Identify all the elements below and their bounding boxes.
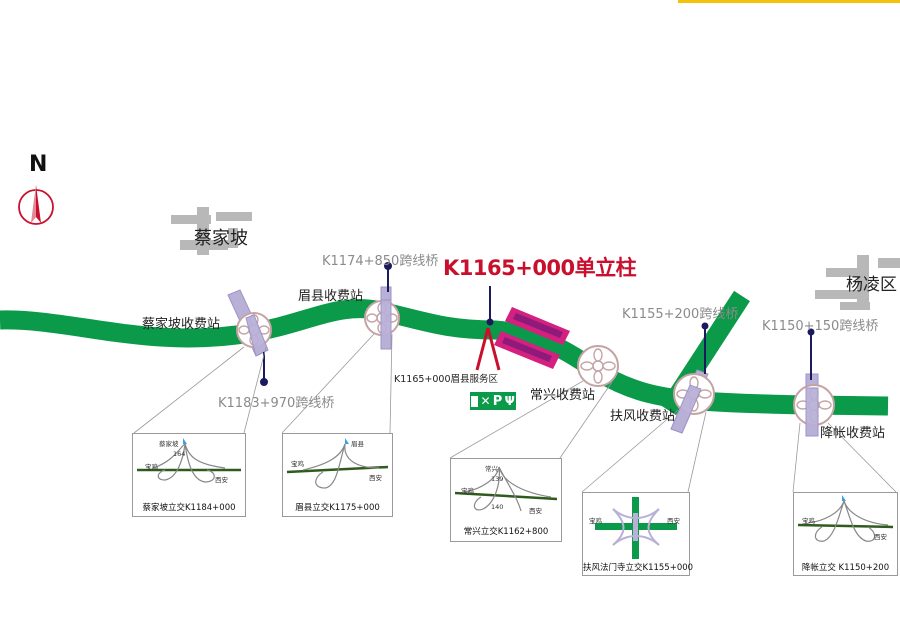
- service-area-blocks: [494, 307, 570, 369]
- label-changxing-station: 常兴收费站: [530, 388, 596, 403]
- town-block-yangling: [815, 255, 900, 310]
- compass-icon: [18, 185, 54, 225]
- inset-label: 西安: [667, 517, 680, 525]
- label-caijiapo-station: 蔡家坡收费站: [142, 317, 221, 332]
- inset-label: 西安: [215, 476, 228, 484]
- inset-label: 西安: [874, 533, 887, 541]
- label-bridge-1183: K1183+970跨线桥: [218, 396, 335, 411]
- inset-caption: 眉县立交K1175+000: [295, 503, 380, 513]
- label-meixian-station: 眉县收费站: [298, 289, 364, 304]
- town-yangling: 杨凌区: [846, 275, 897, 295]
- compass-north-label: N: [29, 152, 48, 177]
- parking-icon: P: [492, 393, 503, 409]
- label-bridge-1174: K1174+850跨线桥: [322, 254, 439, 269]
- inset-label: 140: [491, 503, 504, 511]
- inset-label: 眉县: [351, 440, 364, 448]
- inset-changxing-interchange: 常兴 139 宝鸡 140 西安 常兴立交K1162+800: [450, 458, 562, 542]
- label-bridge-1150: K1150+150跨线桥: [762, 319, 879, 334]
- label-pillar: K1165+000单立柱: [443, 256, 637, 280]
- top-bar: [678, 0, 900, 3]
- inset-fufeng-interchange: 宝鸡 西安 扶风法门寺立交K1155+000: [582, 492, 694, 576]
- inset-label: 西安: [369, 474, 382, 482]
- inset-label: 蔡家坡: [159, 440, 179, 448]
- inset-label: 宝鸡: [589, 517, 602, 525]
- inset-label: 139: [491, 475, 504, 483]
- service-icons: ✕ P Ψ: [470, 392, 516, 410]
- inset-label: 164: [173, 450, 186, 458]
- inset-label: 西安: [529, 507, 542, 515]
- inset-meixian-interchange: 眉县 宝鸡 西安 眉县立交K1175+000: [282, 433, 393, 517]
- inset-label: 常兴: [485, 465, 498, 473]
- inset-label: 宝鸡: [461, 487, 474, 495]
- inset-label: 宝鸡: [145, 463, 158, 471]
- inset-caption: 扶风法门寺立交K1155+000: [583, 563, 694, 573]
- inset-label: 宝鸡: [802, 517, 815, 525]
- inset-caption: 降帐立交 K1150+200: [801, 563, 890, 573]
- highway: [0, 299, 889, 416]
- inset-jiangzhang-interchange: 宝鸡 西安 降帐立交 K1150+200: [793, 492, 898, 576]
- label-fufeng-station: 扶风收费站: [610, 409, 676, 424]
- inset-caijiapo-interchange: 蔡家坡 164 宝鸡 西安 蔡家坡立交K1184+000: [132, 433, 246, 517]
- label-jiangzhang-station: 降帐收费站: [820, 426, 886, 441]
- fork-knife-icon: ✕: [480, 394, 491, 408]
- town-caijiapo: 蔡家坡: [194, 228, 248, 249]
- bridges-top: [245, 299, 819, 437]
- food-icon: Ψ: [504, 394, 515, 408]
- inset-caption: 常兴立交K1162+800: [463, 527, 549, 537]
- label-bridge-1155: K1155+200跨线桥: [622, 307, 739, 322]
- leader-lines: [133, 333, 897, 493]
- fuel-icon: [471, 395, 479, 407]
- bridge-markers: [260, 262, 815, 386]
- town-block-caijiapo: [171, 207, 252, 255]
- label-service-area: K1165+000眉县服务区: [394, 374, 498, 385]
- inset-label: 宝鸡: [291, 460, 304, 468]
- inset-caption: 蔡家坡立交K1184+000: [142, 503, 236, 513]
- pillar-sign-icon: [475, 327, 501, 371]
